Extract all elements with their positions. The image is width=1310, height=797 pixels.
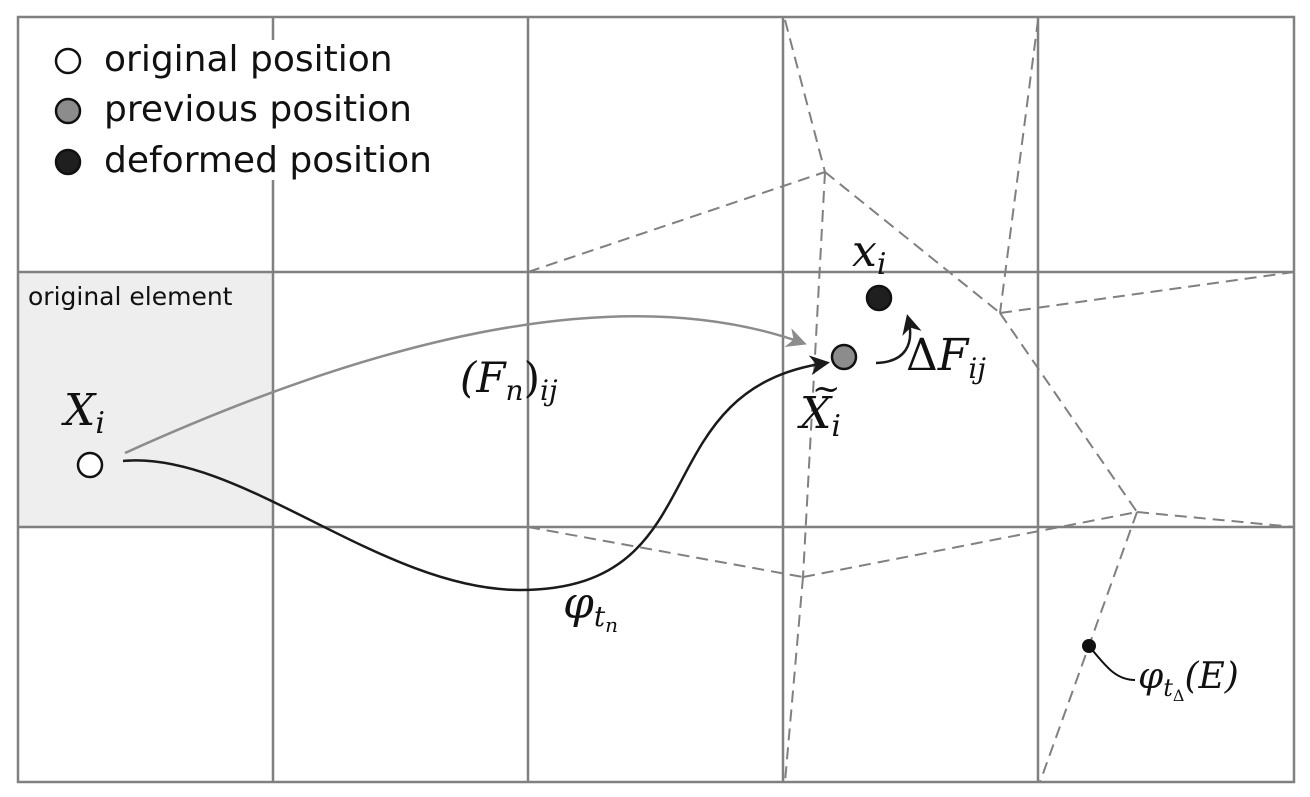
label-X-tilde-i: Xi [797, 388, 841, 444]
label-phi-tdelta-E: φtΔ(E) [1138, 656, 1239, 705]
legend-original-label: original position [104, 39, 393, 80]
legend-original-marker [54, 47, 82, 75]
original-element-region [18, 272, 273, 527]
label-X-tilde-tilde: ~ [812, 369, 841, 409]
deformed-mesh [527, 19, 1295, 783]
deformed-point [865, 284, 893, 312]
delta-f-arrow [875, 314, 922, 365]
label-phi-tn: φtn [563, 578, 618, 637]
legend-deformed-label: deformed position [104, 140, 432, 181]
fn-arrow [124, 315, 807, 455]
label-X-i: Xi [61, 385, 105, 441]
legend-deformed-marker [54, 148, 82, 176]
legend: original position previous position defo… [54, 39, 432, 181]
original-element-label: original element [28, 282, 233, 311]
legend-previous-marker [54, 97, 82, 125]
legend-previous-label: previous position [104, 89, 412, 130]
label-Fn-ij: (Fn)ij [460, 353, 558, 407]
phi-arrow [122, 355, 830, 592]
label-x-i: xi [852, 226, 886, 282]
label-delta-F-ij: ΔFij [906, 330, 986, 385]
previous-point [830, 343, 858, 371]
mapped-edge-leader [1088, 645, 1136, 681]
original-point [76, 451, 104, 479]
